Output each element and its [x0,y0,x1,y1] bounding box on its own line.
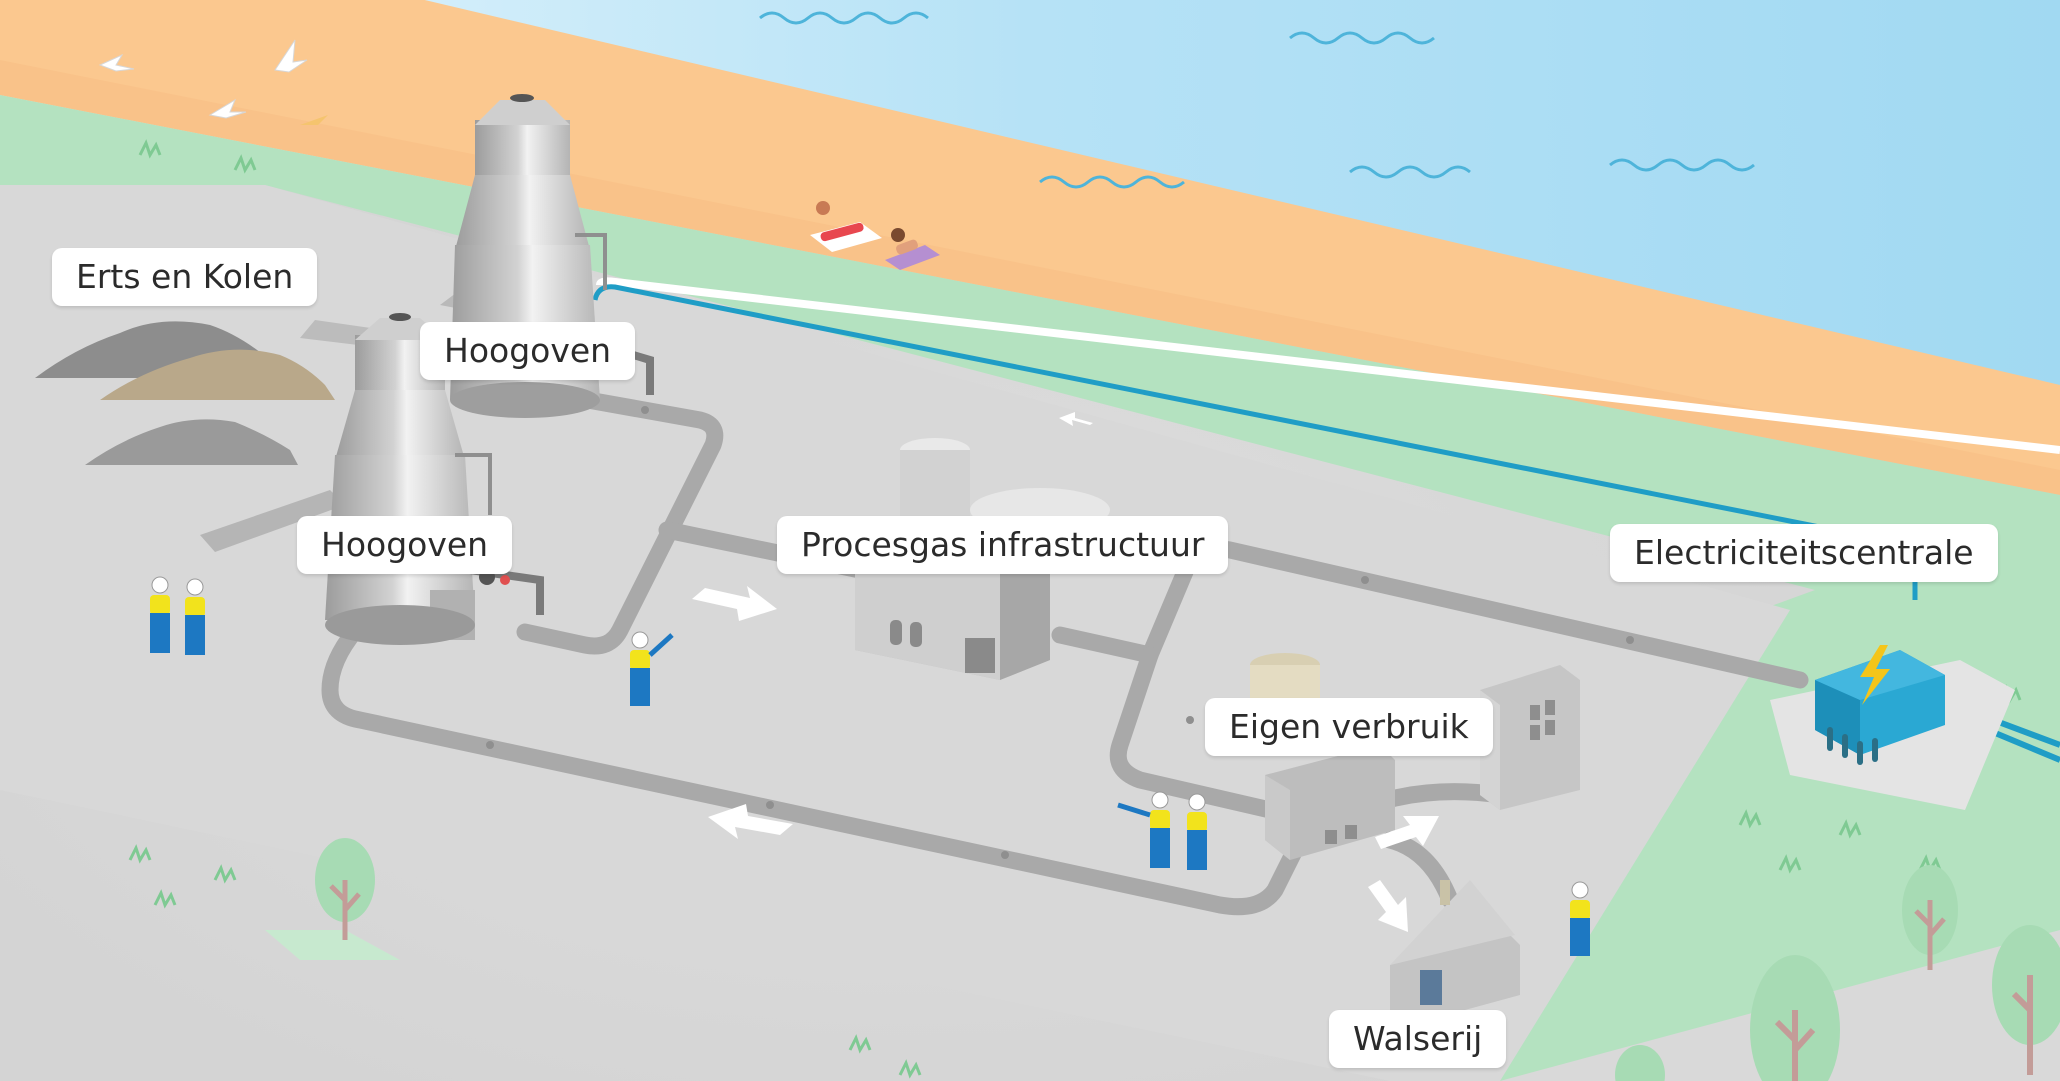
sunbathers [810,201,940,270]
workers [150,576,1590,956]
label-power-plant: Electriciteitscentrale [1610,524,1998,582]
label-rolling-mill: Walserij [1329,1010,1507,1068]
label-ore-coal: Erts en Kolen [52,248,318,306]
birds [98,39,328,125]
waves [759,11,1755,189]
trees [265,838,2060,1081]
label-own-use: Eigen verbruik [1205,698,1493,756]
worker [150,576,170,653]
label-blast-furnace-1: Hoogoven [420,322,636,380]
flow-arrows [692,412,1439,932]
worker [630,631,674,706]
worker [1117,791,1170,868]
worker [185,578,205,655]
rolling-mill-building [1390,880,1520,1025]
worker [1570,881,1590,956]
ore-coal-piles [35,321,335,465]
power-plant [1770,645,2015,810]
worker [1187,793,1207,870]
label-process-gas: Procesgas infrastructuur [777,516,1229,574]
label-blast-furnace-2: Hoogoven [297,516,513,574]
